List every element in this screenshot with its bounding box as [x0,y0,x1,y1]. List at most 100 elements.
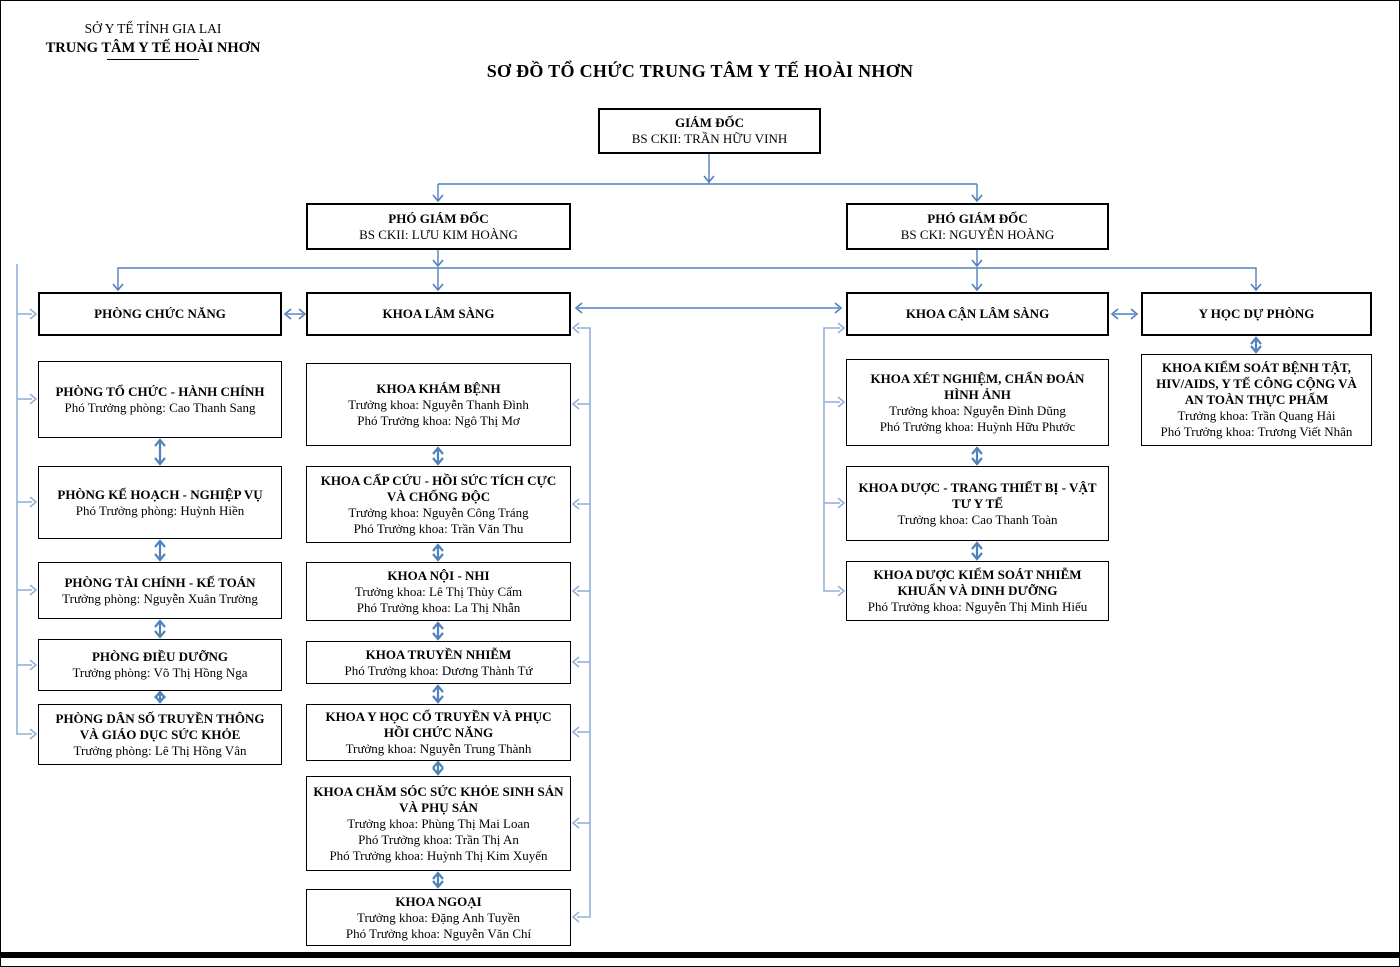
connector-line [432,543,444,552]
connector-line [571,726,580,738]
box-title: PHÓ GIÁM ĐỐC [388,210,489,226]
page-bottom-border [1,952,1399,958]
org-box-paraclinical-2: KHOA DƯỢC - TRANG THIẾT BỊ - VẬT TƯ Y TẾ… [846,466,1109,541]
connector-line [971,457,983,466]
connector-line [837,396,846,408]
box-line: Phó Trưởng khoa: La Thị Nhẫn [356,599,521,615]
org-box-clinical-2: KHOA CẤP CỨU - HỒI SỨC TÍCH CỰC VÀ CHỐNG… [306,466,571,543]
connector-line [971,541,983,550]
connector-line [971,283,983,292]
box-line: Trưởng khoa: Cao Thanh Toàn [897,511,1058,527]
connector-line [571,656,580,668]
connector-line [298,308,307,320]
box-title: PHÒNG DÂN SỐ TRUYỀN THÔNG VÀ GIÁO DỤC SỨ… [55,710,265,742]
connector-line [834,302,843,314]
box-title: PHÒNG TÀI CHÍNH - KẾ TOÁN [64,574,256,590]
org-box-deputy-1: PHÓ GIÁM ĐỐC BS CKII: LƯU KIM HOÀNG [306,203,571,250]
org-box-clinical-5: KHOA Y HỌC CỔ TRUYỀN VÀ PHỤC HỒI CHỨC NĂ… [306,704,571,761]
chart-title: SƠ ĐỒ TỔ CHỨC TRUNG TÂM Y TẾ HOÀI NHƠN [486,61,914,81]
box-title: PHÒNG KẾ HOẠCH - NGHIỆP VỤ [57,486,263,502]
box-line: Phó Trưởng khoa: Ngô Thị Mơ [357,412,520,428]
letterhead: SỞ Y TẾ TỈNH GIA LAI TRUNG TÂM Y TẾ HOÀI… [29,19,277,60]
connector-line [154,630,166,639]
connector-line [432,457,444,466]
connector-line [823,327,840,592]
org-box-deputy-2: PHÓ GIÁM ĐỐC BS CKI: NGUYỄN HOÀNG [846,203,1109,250]
connector-line [154,553,166,562]
box-title: Y HỌC DỰ PHÒNG [1198,306,1315,321]
org-box-paraclinical-3: KHOA DƯỢC KIỂM SOÁT NHIỄM KHUẨN VÀ DINH … [846,561,1109,621]
connector-line [432,283,444,292]
connector-line [154,457,166,466]
org-box-clinical-3: KHOA NỘI - NHI Trưởng khoa: Lê Thị Thùy … [306,562,571,621]
box-line: BS CKII: TRẦN HỮU VINH [631,131,788,146]
org-box-clinical-7: KHOA NGOẠI Trưởng khoa: Đặng Anh Tuyền P… [306,889,571,946]
box-title: KHOA DƯỢC KIỂM SOÁT NHIỄM KHUẨN VÀ DINH … [873,567,1082,598]
box-title: PHÒNG TỔ CHỨC - HÀNH CHÍNH [55,383,265,399]
connector-line [29,496,38,508]
box-line: Phó Trưởng khoa: Huỳnh Hữu Phước [879,418,1076,434]
box-line: Trưởng khoa: Trần Quang Hải [1177,408,1336,423]
connector-line [117,267,1257,289]
box-line: Phó Trưởng khoa: Trần Văn Thu [353,520,524,536]
connector-line [577,327,591,918]
connector-line [154,438,166,447]
box-line: BS CKII: LƯU KIM HOÀNG [359,226,518,242]
connector-line [571,911,580,923]
box-title: KHOA TRUYỀN NHIỄM [365,646,512,662]
connector-line [571,498,580,510]
org-box-clinical-header: KHOA LÂM SÀNG [306,292,571,336]
connector-line [29,308,38,320]
connector-line [1250,336,1262,345]
connector-line [432,632,444,641]
org-box-paraclinical-1: KHOA XÉT NGHIỆM, CHẨN ĐOÁN HÌNH ẢNH Trưở… [846,359,1109,446]
box-line: Trưởng khoa: Nguyễn Công Tráng [348,504,529,520]
box-title: PHÒNG CHỨC NĂNG [94,306,226,321]
connector-line [432,621,444,630]
box-line: Trưởng khoa: Nguyễn Đình Dũng [889,402,1066,418]
connector-line [16,264,32,735]
letterhead-line2: TRUNG TÂM Y TẾ HOÀI NHƠN [45,40,261,56]
org-box-functional-5: PHÒNG DÂN SỐ TRUYỀN THÔNG VÀ GIÁO DỤC SỨ… [38,704,282,765]
box-title: PHÓ GIÁM ĐỐC [927,210,1028,226]
connector-line [1250,283,1262,292]
org-box-functional-header: PHÒNG CHỨC NĂNG [38,292,282,336]
connector-line [971,446,983,455]
connector-line [432,194,444,203]
org-box-functional-2: PHÒNG KẾ HOẠCH - NGHIỆP VỤ Phó Trưởng ph… [38,466,282,539]
box-line: Phó Trưởng khoa: Trương Viết Nhân [1160,424,1353,439]
connector-line [112,283,124,292]
box-line: Phó Trưởng khoa: Nguyễn Thị Minh Hiếu [867,599,1088,614]
org-box-paraclinical-header: KHOA CẬN LÂM SÀNG [846,292,1109,336]
box-line: Trưởng phòng: Võ Thị Hồng Nga [72,665,248,680]
connector-line [29,728,38,740]
org-box-clinical-1: KHOA KHÁM BỆNH Trưởng khoa: Nguyễn Thanh… [306,363,571,446]
box-title: KHOA CẬN LÂM SÀNG [905,306,1050,321]
connector-line [571,585,580,597]
connector-line [432,695,444,704]
org-box-functional-4: PHÒNG ĐIỀU DƯỠNG Trưởng phòng: Võ Thị Hồ… [38,639,282,691]
box-title: KHOA NỘI - NHI [387,567,490,583]
org-box-preventive-1: KHOA KIỂM SOÁT BỆNH TẬT, HIV/AIDS, Y TẾ … [1141,354,1372,446]
connector-line [432,760,444,769]
box-line: Phó Trưởng khoa: Dương Thành Tứ [344,662,533,678]
box-line: Phó Trưởng phòng: Cao Thanh Sang [64,399,256,415]
box-line: Trưởng phòng: Lê Thị Hồng Vân [73,742,247,758]
box-title: KHOA LÂM SÀNG [382,306,495,321]
connector-line [29,584,38,596]
org-box-preventive-header: Y HỌC DỰ PHÒNG [1141,292,1372,336]
box-line: Trưởng khoa: Đặng Anh Tuyền [357,909,520,925]
connector-line [432,871,444,880]
connector-line [154,539,166,548]
box-line: Trưởng phòng: Nguyễn Xuân Trường [62,590,258,606]
connector-line [1250,345,1262,354]
org-box-clinical-6: KHOA CHĂM SÓC SỨC KHỎE SINH SẢN VÀ PHỤ S… [306,776,571,871]
box-line: Phó Trưởng khoa: Huỳnh Thị Kim Xuyến [329,847,548,863]
box-line: Trưởng khoa: Nguyễn Thanh Đình [348,396,529,412]
connector-line [703,175,715,184]
connector-line [432,446,444,455]
org-box-functional-1: PHÒNG TỔ CHỨC - HÀNH CHÍNH Phó Trưởng ph… [38,361,282,438]
connector-line [971,552,983,561]
box-title: KHOA NGOẠI [395,893,482,909]
